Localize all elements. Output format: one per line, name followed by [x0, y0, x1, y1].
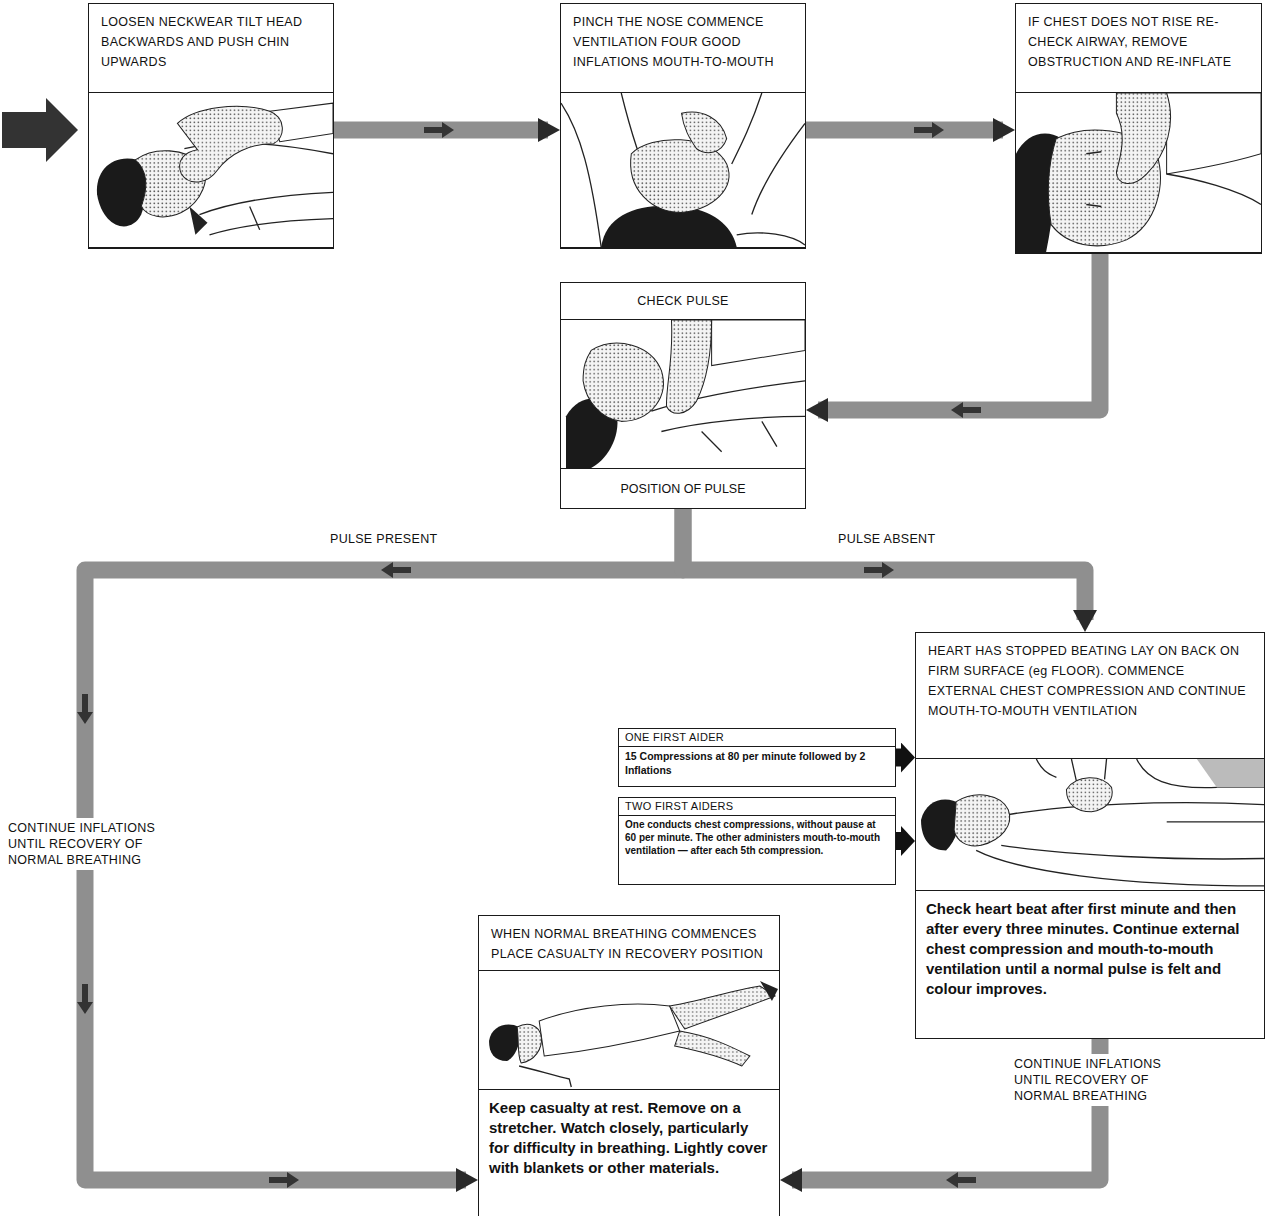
body-line [976, 850, 1264, 886]
hair [97, 159, 147, 227]
direction-arrow [946, 1172, 976, 1188]
body-line [1167, 821, 1264, 822]
direction-arrow [381, 562, 411, 578]
hands [1066, 778, 1112, 812]
airway-check-illustration [1016, 93, 1261, 252]
illustration-panel [479, 970, 779, 1090]
torso [539, 1004, 679, 1056]
box-heading: TWO FIRST AIDERS [619, 798, 895, 815]
eye [1086, 152, 1101, 207]
box-body: One conducts chest compressions, without… [619, 815, 895, 884]
body-line [1006, 803, 1264, 815]
direction-arrow [424, 122, 454, 138]
direction-arrow [77, 984, 93, 1014]
illustration-panel [561, 92, 805, 248]
hand [666, 320, 711, 413]
sleeve [1167, 93, 1261, 174]
flow-band [806, 122, 1003, 139]
box-heading: PINCH THE NOSE COMMENCE VENTILATION FOUR… [561, 4, 805, 92]
head-tilt-illustration [89, 93, 333, 247]
hand [681, 112, 726, 153]
rescuer-body [1137, 759, 1264, 788]
collar [189, 206, 207, 234]
flow-band [683, 509, 1085, 620]
box-body: Check heart beat after first minute and … [916, 891, 1264, 1038]
leg [675, 1031, 750, 1066]
face [954, 795, 1010, 846]
arm-line [732, 93, 762, 164]
hand [177, 106, 282, 182]
direction-arrow [864, 562, 894, 578]
direction-arrow [951, 402, 981, 418]
direction-arrow [951, 402, 981, 418]
entry-arrow [2, 98, 78, 162]
arm-line [519, 1066, 571, 1087]
process-box: WHEN NORMAL BREATHING COMMENCES PLACE CA… [478, 915, 780, 1216]
ventilation-illustration [561, 93, 805, 247]
decision-box: CHECK PULSE POSITION OF PULSE [560, 282, 806, 509]
pointer-arrow [896, 749, 905, 767]
direction-arrow [864, 562, 894, 578]
direction-arrow [424, 122, 454, 138]
process-box: PINCH THE NOSE COMMENCE VENTILATION FOUR… [560, 3, 806, 249]
note-label: CONTINUE INFLATIONS UNTIL RECOVERY OF NO… [4, 818, 184, 870]
sleeve [712, 320, 805, 366]
direction-arrow [269, 1172, 299, 1188]
hair [601, 206, 737, 247]
shirt-line [250, 206, 260, 229]
box-heading: CHECK PULSE [561, 283, 805, 319]
shirt-line [199, 192, 333, 214]
shoe [760, 981, 778, 1001]
illustration-panel [1016, 92, 1261, 253]
shoulder-line [737, 233, 805, 245]
shirt-line [661, 416, 805, 431]
chest-compression-illustration [916, 759, 1264, 890]
callout-box: TWO FIRST AIDERSOne conducts chest compr… [618, 797, 896, 885]
clothing-line [561, 103, 601, 247]
illustration-panel [561, 319, 805, 469]
illustration-panel [916, 758, 1264, 891]
direction-arrow [77, 694, 93, 724]
pointer-arrow [896, 832, 905, 850]
shirt-line [702, 421, 777, 451]
direction-arrow [946, 1172, 976, 1188]
direction-arrow [914, 122, 944, 138]
recovery-position-illustration [479, 971, 779, 1089]
direction-arrow [381, 562, 411, 578]
box-heading: HEART HAS STOPPED BEATING LAY ON BACK ON… [916, 633, 1264, 758]
rescuer-body [1197, 759, 1264, 787]
body-line [1001, 845, 1264, 859]
direction-arrow [269, 1172, 299, 1188]
box-heading: LOOSEN NECKWEAR TILT HEAD BACKWARDS AND … [89, 4, 333, 92]
box-heading: ONE FIRST AIDER [619, 729, 895, 746]
hand [1116, 93, 1170, 183]
box-heading: IF CHEST DOES NOT RISE RE-CHECK AIRWAY, … [1016, 4, 1261, 92]
direction-arrow [77, 984, 93, 1014]
flow-band [334, 122, 548, 139]
face [583, 343, 663, 421]
leg [670, 986, 775, 1029]
direction-arrow [914, 122, 944, 138]
illustration-panel [89, 92, 333, 248]
flow-band [818, 254, 1100, 410]
box-body: Keep casualty at rest. Remove on a stret… [479, 1090, 779, 1216]
box-body: POSITION OF PULSE [561, 469, 805, 508]
face [517, 1024, 541, 1063]
pulse-check-illustration [561, 320, 805, 468]
process-box: HEART HAS STOPPED BEATING LAY ON BACK ON… [915, 632, 1265, 1039]
process-box: LOOSEN NECKWEAR TILT HEAD BACKWARDS AND … [88, 3, 334, 249]
direction-arrow [77, 694, 93, 724]
arm-line [1167, 174, 1261, 204]
callout-box: ONE FIRST AIDER15 Compressions at 80 per… [618, 728, 896, 787]
box-heading: WHEN NORMAL BREATHING COMMENCES PLACE CA… [479, 916, 779, 970]
hair [489, 1025, 520, 1061]
clothing-line [752, 123, 805, 214]
branch-label: CONTINUE INFLATIONS UNTIL RECOVERY OF NO… [1010, 1054, 1186, 1106]
branch-label: PULSE ABSENT [838, 531, 988, 547]
shirt-line [209, 219, 333, 235]
box-body: 15 Compressions at 80 per minute followe… [619, 746, 895, 786]
process-box: IF CHEST DOES NOT RISE RE-CHECK AIRWAY, … [1015, 3, 1262, 254]
branch-label: PULSE PRESENT [330, 531, 480, 547]
